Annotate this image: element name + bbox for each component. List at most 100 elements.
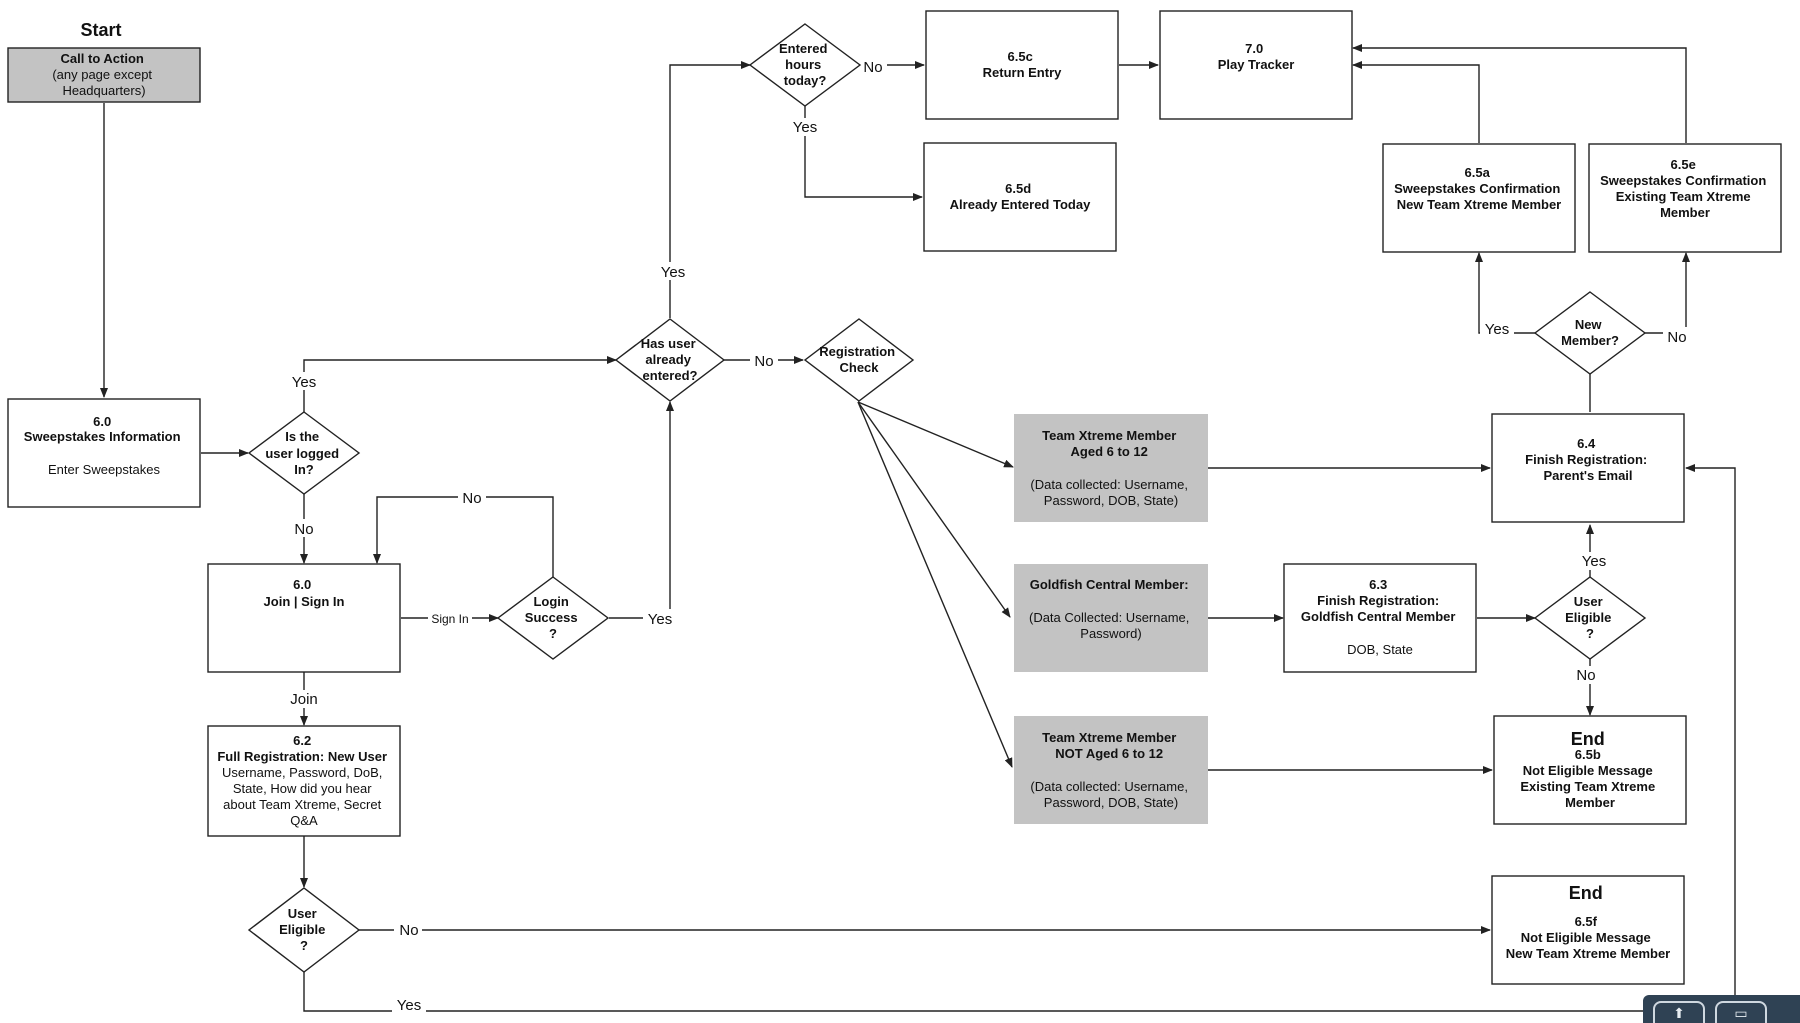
full-reg-line-6: Q&A xyxy=(290,813,318,828)
full-reg-line-5: about Team Xtreme, Secret xyxy=(223,797,381,812)
login-line-2: Success xyxy=(525,610,578,625)
edge-confirm-new-to-tracker xyxy=(1352,61,1480,143)
eligible-right-line-2: Eligible xyxy=(1565,610,1611,625)
tx-aged-line-1: Team Xtreme Member xyxy=(1042,428,1176,443)
edge-new-member-no xyxy=(1645,252,1690,334)
node-finish-goldfish: 6.3 Finish Registration: Goldfish Centra… xyxy=(1283,563,1477,673)
label-new-member-yes: Yes xyxy=(1485,321,1509,338)
logged-in-line-1: Is the xyxy=(285,429,319,444)
eligible-left-line-3: ? xyxy=(300,938,308,953)
finish-goldfish-line-3: Goldfish Central Member xyxy=(1301,609,1456,624)
confirm-new-line-1: 6.5a xyxy=(1465,165,1491,180)
full-reg-line-1: 6.2 xyxy=(293,733,311,748)
label-logged-in-no: No xyxy=(294,521,313,538)
login-line-1: Login xyxy=(533,594,568,609)
has-entered-line-3: entered? xyxy=(643,368,698,383)
login-line-3: ? xyxy=(549,626,557,641)
finish-parent-line-1: 6.4 xyxy=(1577,436,1596,451)
label-login-no: No xyxy=(462,490,481,507)
confirm-existing-line-3: Existing Team Xtreme xyxy=(1616,189,1751,204)
play-tracker-line-1: 7.0 xyxy=(1245,41,1263,56)
upload-button[interactable]: ⬆ xyxy=(1653,1001,1705,1023)
full-reg-line-4: State, How did you hear xyxy=(233,781,372,796)
sweep-info-line-2: Sweepstakes Information xyxy=(24,429,181,444)
finish-goldfish-line-1: 6.3 xyxy=(1369,577,1387,592)
node-call-to-action: Call to Action (any page except Headquar… xyxy=(7,47,201,103)
edge-reg-check-to-tx-not-aged xyxy=(857,401,1013,768)
confirm-existing-line-1: 6.5e xyxy=(1671,157,1696,172)
tx-aged-line-2: Aged 6 to 12 xyxy=(1071,444,1148,459)
end-6-5b-title: End xyxy=(1571,729,1605,749)
eligible-left-line-1: User xyxy=(288,906,317,921)
confirm-existing-line-2: Sweepstakes Confirmation xyxy=(1600,173,1766,188)
cta-line-3: Headquarters) xyxy=(62,83,145,98)
viewer-toolbar: ⬆ ▭ xyxy=(1643,995,1800,1023)
svg-text:6.2 Full Registration: N: 6.2 Full Registration: New User Username… xyxy=(217,733,390,828)
goldfish-line-4: Password) xyxy=(1080,626,1141,641)
label-eligible-left-no: No xyxy=(399,922,418,939)
eligible-right-line-3: ? xyxy=(1586,626,1594,641)
decision-login-success: Login Success ? xyxy=(496,576,610,660)
svg-text:6.5a Sweepstakes Confirm: 6.5a Sweepstakes Confirmation New Team X… xyxy=(1394,165,1564,212)
finish-goldfish-line-2: Finish Registration: xyxy=(1317,593,1439,608)
confirm-existing-line-4: Member xyxy=(1660,205,1710,220)
decision-has-entered: Has user already entered? xyxy=(614,318,726,402)
svg-text:Registration Check: Registration Check xyxy=(819,344,898,375)
decision-user-eligible-left: User Eligible ? xyxy=(247,887,361,973)
label-logged-in-yes: Yes xyxy=(292,374,316,391)
label-has-entered-no: No xyxy=(754,353,773,370)
new-member-line-2: Member? xyxy=(1561,333,1619,348)
svg-text:6.0 Sweepstakes Informat: 6.0 Sweepstakes Information Enter Sweeps… xyxy=(24,414,184,477)
return-entry-line-1: 6.5c xyxy=(1008,49,1033,64)
logged-in-line-3: In? xyxy=(294,462,314,477)
svg-text:New Member?: New Member? xyxy=(1561,317,1619,348)
play-tracker-line-2: Play Tracker xyxy=(1218,57,1295,72)
decision-registration-check: Registration Check xyxy=(803,318,915,402)
end-6-5f-title: End xyxy=(1569,883,1603,903)
return-entry-line-2: Return Entry xyxy=(983,65,1063,80)
node-full-registration: 6.2 Full Registration: New User Username… xyxy=(207,725,401,837)
decision-entered-hours: Entered hours today? xyxy=(748,23,862,107)
entered-hours-line-2: hours xyxy=(785,57,821,72)
confirm-new-line-2: Sweepstakes Confirmation xyxy=(1394,181,1560,196)
edge-login-no xyxy=(373,496,554,577)
edge-entered-hours-yes xyxy=(804,106,923,201)
label-eligible-right-yes: Yes xyxy=(1582,553,1606,570)
has-entered-line-1: Has user xyxy=(641,336,696,351)
svg-text:User Eligible ?: User Eligible ? xyxy=(1565,594,1615,641)
edge-logged-in-yes xyxy=(303,356,617,412)
window-icon: ▭ xyxy=(1734,1005,1748,1021)
label-entered-hours-yes: Yes xyxy=(793,119,817,136)
svg-text:Call to Action (any page: Call to Action (any page except Headquar… xyxy=(52,51,155,98)
start-label: Start xyxy=(80,20,121,40)
node-tx-aged-6-12: Team Xtreme Member Aged 6 to 12 (Data co… xyxy=(1014,414,1208,522)
svg-text:7.0 Play Tracker: 7.0 Play Tracker xyxy=(1218,41,1295,72)
edge-has-entered-yes xyxy=(669,61,751,318)
finish-goldfish-line-5: DOB, State xyxy=(1347,642,1413,657)
edge-reg-check-to-tx-aged xyxy=(857,401,1014,468)
svg-text:Goldfish Central Member:: Goldfish Central Member: (Data Collected… xyxy=(1029,577,1193,641)
sweep-info-line-4: Enter Sweepstakes xyxy=(48,462,161,477)
decision-user-eligible-right: User Eligible ? xyxy=(1533,576,1647,660)
end-6-5f-line-4: New Team Xtreme Member xyxy=(1506,946,1671,961)
end-6-5b-line-3: Not Eligible Message xyxy=(1523,763,1653,778)
svg-text:6.3 Finish Registration:: 6.3 Finish Registration: Goldfish Centra… xyxy=(1301,577,1459,657)
svg-text:Has user already e: Has user already entered? xyxy=(641,336,700,383)
edge-reg-check-to-goldfish xyxy=(857,401,1011,618)
already-entered-line-2: Already Entered Today xyxy=(950,197,1091,212)
svg-text:6.5d Already Entered Tod: 6.5d Already Entered Today xyxy=(950,181,1091,212)
svg-text:Team Xtreme Member Aged: Team Xtreme Member Aged 6 to 12 (Data co… xyxy=(1030,428,1191,508)
eligible-left-line-2: Eligible xyxy=(279,922,325,937)
tx-not-aged-line-5: Password, DOB, State) xyxy=(1044,795,1178,810)
node-finish-parent-email: 6.4 Finish Registration: Parent's Email xyxy=(1491,413,1685,523)
finish-parent-line-3: Parent's Email xyxy=(1543,468,1632,483)
svg-text:End 6.5b Not Eligi: End 6.5b Not Eligible Message Existing T… xyxy=(1520,729,1659,810)
svg-text:End 6.5f Not Eligi: End 6.5f Not Eligible Message New Team X… xyxy=(1506,883,1671,961)
node-play-tracker: 7.0 Play Tracker xyxy=(1159,10,1353,120)
window-button[interactable]: ▭ xyxy=(1715,1001,1767,1023)
svg-text:Is the user logged: Is the user logged In? xyxy=(265,429,342,477)
node-join-sign-in: 6.0 Join | Sign In xyxy=(207,563,401,673)
svg-text:6.5c Return Entry: 6.5c Return Entry xyxy=(983,49,1063,80)
end-6-5f-line-3: Not Eligible Message xyxy=(1521,930,1651,945)
cta-line-1: Call to Action xyxy=(61,51,144,66)
